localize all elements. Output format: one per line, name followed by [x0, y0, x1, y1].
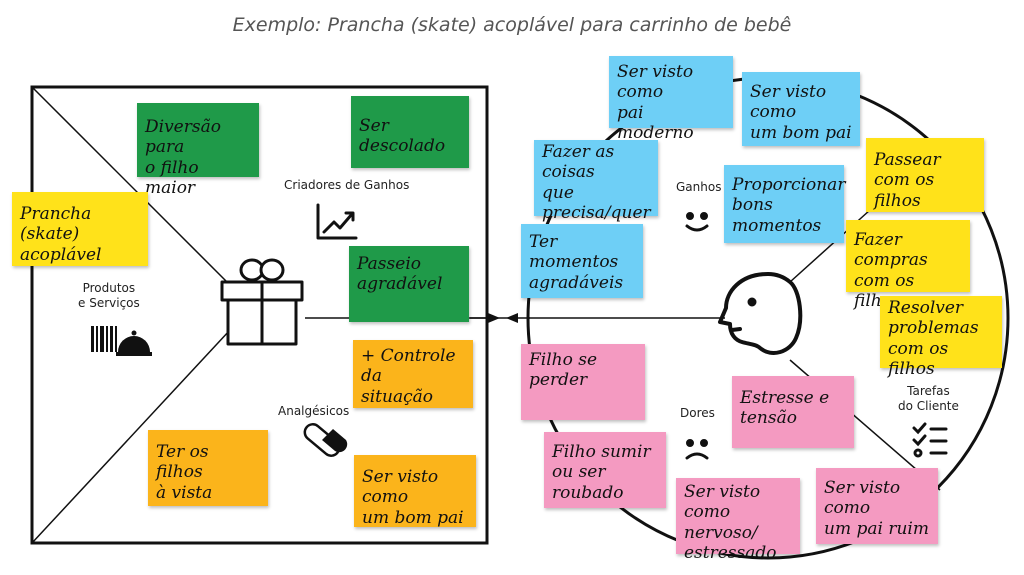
- note-diversao: Diversão para o filho maior: [137, 103, 259, 198]
- note-controle: + Controle da situação: [353, 340, 473, 408]
- pill-icon: [303, 423, 348, 457]
- note-compras: Fazer compras com os filhos: [846, 220, 970, 311]
- products-services-label: Produtos e Serviços: [78, 281, 140, 310]
- note-pai-moderno: Ser visto como pai moderno: [609, 56, 733, 143]
- note-bons-momentos: Proporcionar bons momentos: [724, 165, 845, 243]
- barcode-service-bell-icon: [91, 326, 152, 356]
- note-descolado: Ser descolado: [351, 96, 469, 168]
- page-title: Exemplo: Prancha (skate) acoplável para …: [232, 14, 792, 36]
- arrow-right: [488, 313, 500, 323]
- note-resolver: Resolver problemas com os filhos: [880, 296, 1002, 379]
- note-pai-ruim: Ser visto como um pai ruim: [816, 468, 938, 544]
- diagonal-top: [31, 86, 231, 286]
- note-passeio: Passeio agradável: [349, 246, 469, 322]
- face-profile-icon: [718, 272, 803, 355]
- note-passear: Passear com os filhos: [866, 138, 984, 212]
- note-bom-pai-left: Ser visto como um bom pai: [354, 455, 476, 528]
- chart-growth-icon: [316, 203, 358, 240]
- smile-icon: [685, 212, 709, 232]
- note-bom-pai-right: Ser visto como um bom pai: [742, 72, 860, 146]
- pain-relievers-label: Analgésicos: [278, 404, 350, 418]
- gift-icon: [220, 258, 304, 346]
- note-nervoso: Ser visto como nervoso/ estressado: [676, 478, 800, 563]
- pains-label: Dores: [680, 406, 715, 420]
- arrow-left: [506, 313, 518, 323]
- checklist-icon: [912, 422, 948, 458]
- customer-jobs-label: Tarefas do Cliente: [898, 384, 959, 413]
- diagonal-bottom: [31, 329, 231, 544]
- gain-creators-label: Criadores de Ganhos: [284, 178, 410, 192]
- note-estresse: Estresse e tensão: [732, 376, 854, 448]
- note-prancha: Prancha (skate) acoplável: [12, 192, 148, 266]
- note-momentos-agradaveis: Ter momentos agradáveis: [521, 224, 643, 298]
- value-map-square: [30, 85, 489, 545]
- note-fazer-coisas: Fazer as coisas que precisa/quer fazer: [534, 140, 658, 244]
- note-filhos-vista: Ter os filhos à vista: [148, 430, 268, 506]
- note-filho-perder: Filho se perder: [521, 344, 645, 420]
- frown-icon: [685, 439, 709, 460]
- note-filho-sumir: Filho sumir ou ser roubado: [544, 432, 666, 508]
- gains-label: Ganhos: [676, 180, 722, 194]
